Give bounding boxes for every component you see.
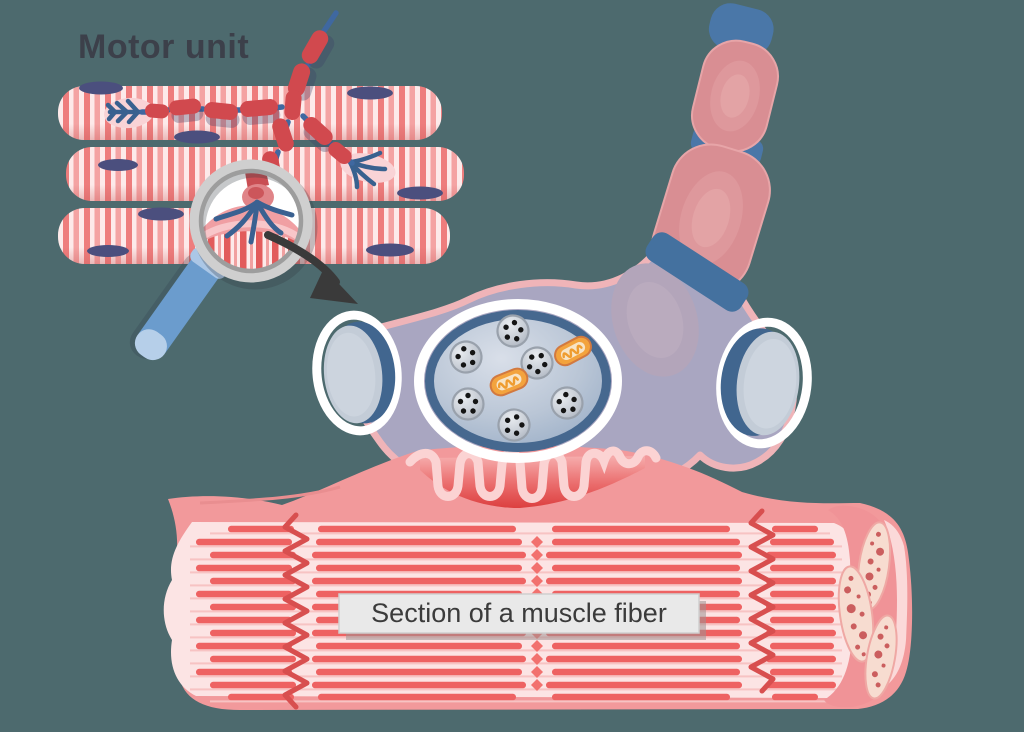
myofibril-bundle	[837, 565, 875, 663]
axon-connection-node	[645, 232, 749, 312]
myonucleus	[347, 86, 393, 100]
synaptic-vesicle	[451, 387, 485, 421]
myonucleus	[87, 245, 129, 257]
junctional-folds	[405, 446, 661, 508]
cut-axon-ring-right	[716, 317, 812, 449]
cut-axon-ring-left	[312, 310, 402, 436]
myelin-segment	[240, 99, 278, 117]
myelin-segment	[204, 102, 238, 120]
label-text: Section of a muscle fiber	[371, 598, 667, 628]
synaptic-zone	[414, 299, 622, 463]
myonucleus	[138, 207, 184, 221]
myelin-segment	[328, 141, 352, 165]
myelin-segment	[303, 116, 333, 146]
z-line-zigzag	[748, 508, 776, 694]
myelin-sheath-segment	[691, 39, 779, 153]
magnifier-rim-inner	[198, 168, 304, 274]
synaptic-zone-outline	[414, 299, 622, 463]
motor-nerve	[104, 10, 396, 207]
myonucleus	[79, 81, 123, 95]
myelin-segment	[284, 90, 302, 120]
myelin-segment	[287, 63, 311, 97]
z-line-zigzag	[282, 512, 310, 710]
magnified-axon-core	[248, 187, 264, 199]
myelin-segment	[169, 98, 201, 116]
myelin-segment	[272, 118, 294, 152]
magnifier	[129, 159, 318, 361]
zoom-arrow	[264, 231, 358, 304]
magnified-terminal-branches	[213, 199, 295, 245]
myonucleus	[397, 186, 443, 200]
magnified-axon	[243, 171, 269, 190]
myelin-segments	[145, 30, 352, 207]
myonucleus	[174, 130, 220, 144]
myofibril-bundle	[864, 614, 898, 700]
illustration-title: Motor unit	[78, 28, 249, 66]
muscle-fiber-section	[163, 445, 913, 710]
myonucleus	[366, 243, 414, 257]
section-label: Section of a muscle fiber	[338, 593, 706, 640]
magnifier-rim	[189, 159, 313, 283]
terminal-body-highlight	[611, 263, 699, 377]
label-box	[338, 593, 700, 634]
myelin-segment	[145, 103, 169, 119]
fiber-top-accent	[199, 485, 341, 505]
fiber-cross-section	[824, 505, 908, 708]
myelin-segment	[301, 30, 329, 64]
myonucleus	[98, 159, 138, 171]
